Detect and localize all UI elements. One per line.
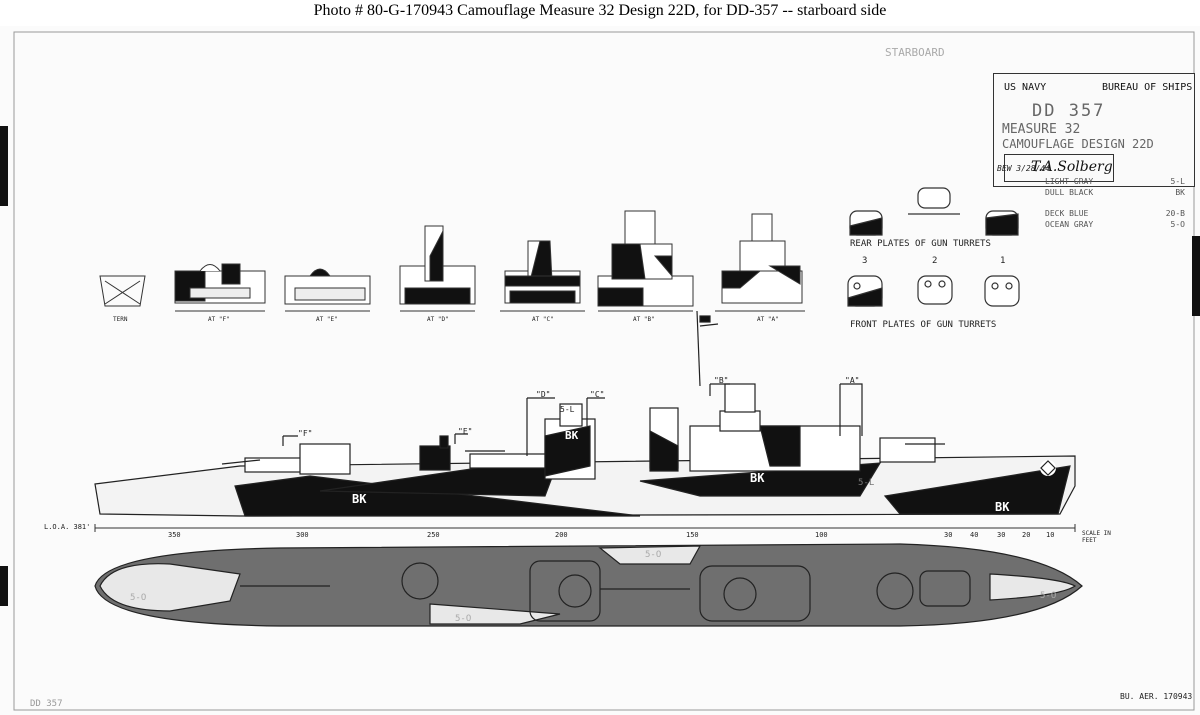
color-key-row: LIGHT GRAY 5-L (1045, 176, 1185, 187)
scale-mark: 40 (970, 531, 979, 539)
design-text: CAMOUFLAGE DESIGN 22D (1002, 137, 1154, 151)
color-key-row: DECK BLUE 20-B (1045, 208, 1185, 219)
scale-mark: 30 (997, 531, 1006, 539)
profile-marker: "A" (845, 376, 860, 385)
scale-mark: 20 (1022, 531, 1031, 539)
section-label: AT "B" (633, 316, 655, 323)
deck-code: 5-O (1040, 591, 1057, 601)
section-label: AT "A" (757, 316, 779, 323)
color-code: 5-O (1170, 220, 1185, 229)
scale-mark: 10 (1046, 531, 1055, 539)
blueprint-sheet: STARBOARD US NAVY BUREAU OF SHIPS DD 357… (0, 26, 1200, 715)
section-f (174, 263, 266, 312)
ship-profile (94, 310, 1076, 517)
measure-text: MEASURE 32 (1002, 122, 1081, 137)
hull-code: 5-L (858, 478, 875, 488)
color-name: DULL BLACK (1045, 188, 1094, 197)
hull-code: BK (565, 429, 579, 442)
color-name: LIGHT GRAY (1045, 177, 1094, 186)
bureau-text: BUREAU OF SHIPS (1102, 82, 1193, 93)
hull-code: BK (995, 500, 1010, 514)
scale-bar (94, 524, 1076, 532)
turret-number: 1 (1000, 256, 1006, 266)
rear-plates-label: REAR PLATES OF GUN TURRETS (850, 239, 991, 249)
edge-shadow-2 (0, 566, 8, 606)
deck-code: 5-O (455, 614, 472, 624)
profile-marker: "E" (458, 427, 473, 436)
profile-marker: "F" (298, 429, 313, 438)
hull-code: BK (352, 492, 367, 506)
front-plates-label: FRONT PLATES OF GUN TURRETS (850, 320, 997, 330)
deck-plan (94, 543, 1083, 627)
section-label: TERN (113, 316, 128, 323)
hull-code: 5-L (560, 405, 575, 414)
rear-plate-3 (849, 210, 883, 236)
deck-code: 5-O (645, 550, 662, 560)
agency-text: US NAVY (1004, 82, 1047, 93)
color-code: BK (1175, 188, 1185, 197)
bottom-left-mark: DD 357 (30, 699, 63, 709)
hull-number: DD 357 (1032, 101, 1106, 121)
section-e (284, 268, 371, 312)
scale-mark: 250 (427, 531, 440, 539)
scale-label: SCALE IN FEET (1082, 530, 1111, 544)
profile-marker: "B" (714, 376, 729, 385)
color-key-row: DULL BLACK BK (1045, 187, 1185, 198)
section-c (500, 240, 585, 312)
title-block: US NAVY BUREAU OF SHIPS DD 357 MEASURE 3… (993, 73, 1195, 187)
hull-code: BK (750, 471, 765, 485)
color-code: 5-L (1170, 177, 1185, 186)
section-label: AT "E" (316, 316, 338, 323)
front-plate-3 (847, 275, 883, 307)
color-name: OCEAN GRAY (1045, 220, 1094, 229)
section-d (399, 225, 476, 312)
front-plate-2 (917, 275, 953, 305)
color-name: DECK BLUE (1045, 209, 1089, 218)
section-a (715, 213, 805, 312)
deck-code: 5-O (130, 593, 147, 603)
scale-mark: 30 (944, 531, 953, 539)
profile-marker: "D" (536, 390, 551, 399)
scale-mark: 200 (555, 531, 568, 539)
rear-plate-2 (908, 187, 960, 215)
color-key-row: OCEAN GRAY 5-O (1045, 219, 1185, 230)
sheet-border (13, 31, 1195, 711)
front-plate-1 (984, 275, 1020, 307)
color-key: LIGHT GRAY 5-L DULL BLACK BK DECK BLUE 2… (1045, 176, 1185, 230)
edge-shadow-3 (1192, 236, 1200, 316)
ship-drawing (0, 31, 1200, 711)
color-code: 20-B (1165, 209, 1185, 218)
photo-caption: Photo # 80-G-170943 Camouflage Measure 3… (313, 2, 887, 19)
scale-mark: 300 (296, 531, 309, 539)
scale-mark: 350 (168, 531, 181, 539)
bottom-right-mark: BU. AER. 170943 (1120, 692, 1193, 701)
section-b (597, 210, 694, 312)
section-label: AT "D" (427, 316, 449, 323)
scale-mark: 150 (686, 531, 699, 539)
section-tern (99, 275, 146, 307)
turret-number: 3 (862, 256, 868, 266)
loa-label: L.O.A. 381' (44, 523, 91, 531)
profile-marker: "C" (590, 390, 605, 399)
date-note: BEW 3/28/44 (997, 164, 1050, 173)
scale-mark: 100 (815, 531, 828, 539)
section-label: AT "C" (532, 316, 554, 323)
section-label: AT "F" (208, 316, 230, 323)
turret-number: 2 (932, 256, 938, 266)
rear-plate-1 (985, 210, 1019, 236)
edge-shadow (0, 126, 8, 206)
approval-signature: T.A.Solberg (1004, 154, 1114, 182)
starboard-label: STARBOARD (885, 46, 945, 59)
